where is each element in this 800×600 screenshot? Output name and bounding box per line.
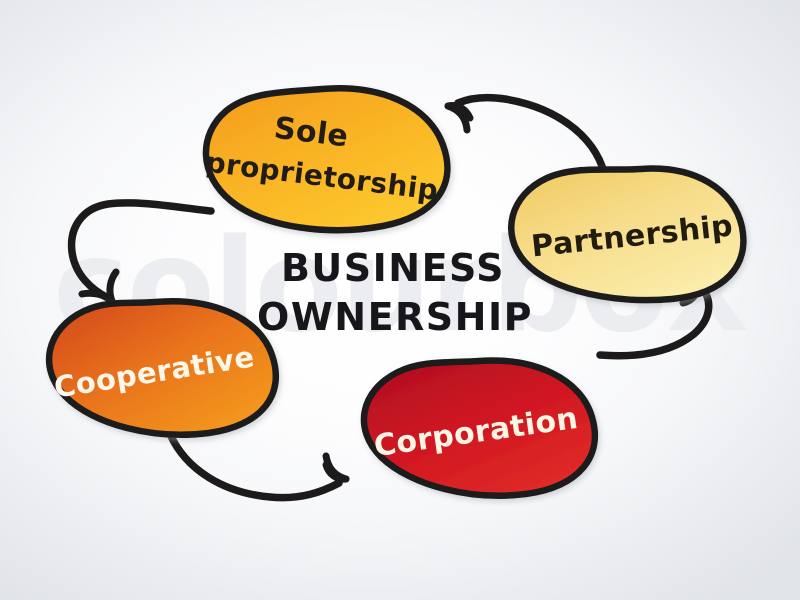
- center-title-line1: BUSINESS: [281, 246, 505, 290]
- node-sole-proprietorship-shape[interactable]: [202, 85, 451, 234]
- node-corporation-shape[interactable]: [360, 357, 599, 499]
- node-corporation[interactable]: Corporation: [360, 357, 599, 499]
- center-title: BUSINESS OWNERSHIP: [257, 246, 533, 339]
- node-sole-proprietorship[interactable]: Sole proprietorship: [202, 85, 451, 234]
- center-title-line2: OWNERSHIP: [257, 295, 533, 339]
- arrow-sole-to-cooperative: [67, 199, 215, 305]
- node-partnership-shape[interactable]: [507, 165, 747, 304]
- node-cooperative-shape[interactable]: [45, 298, 280, 438]
- node-cooperative[interactable]: Cooperative: [45, 298, 280, 438]
- arrow-partnership-to-sole: [444, 93, 610, 186]
- node-partnership[interactable]: Partnership: [507, 165, 747, 304]
- arrow-cooperative-to-corporation: [166, 430, 350, 502]
